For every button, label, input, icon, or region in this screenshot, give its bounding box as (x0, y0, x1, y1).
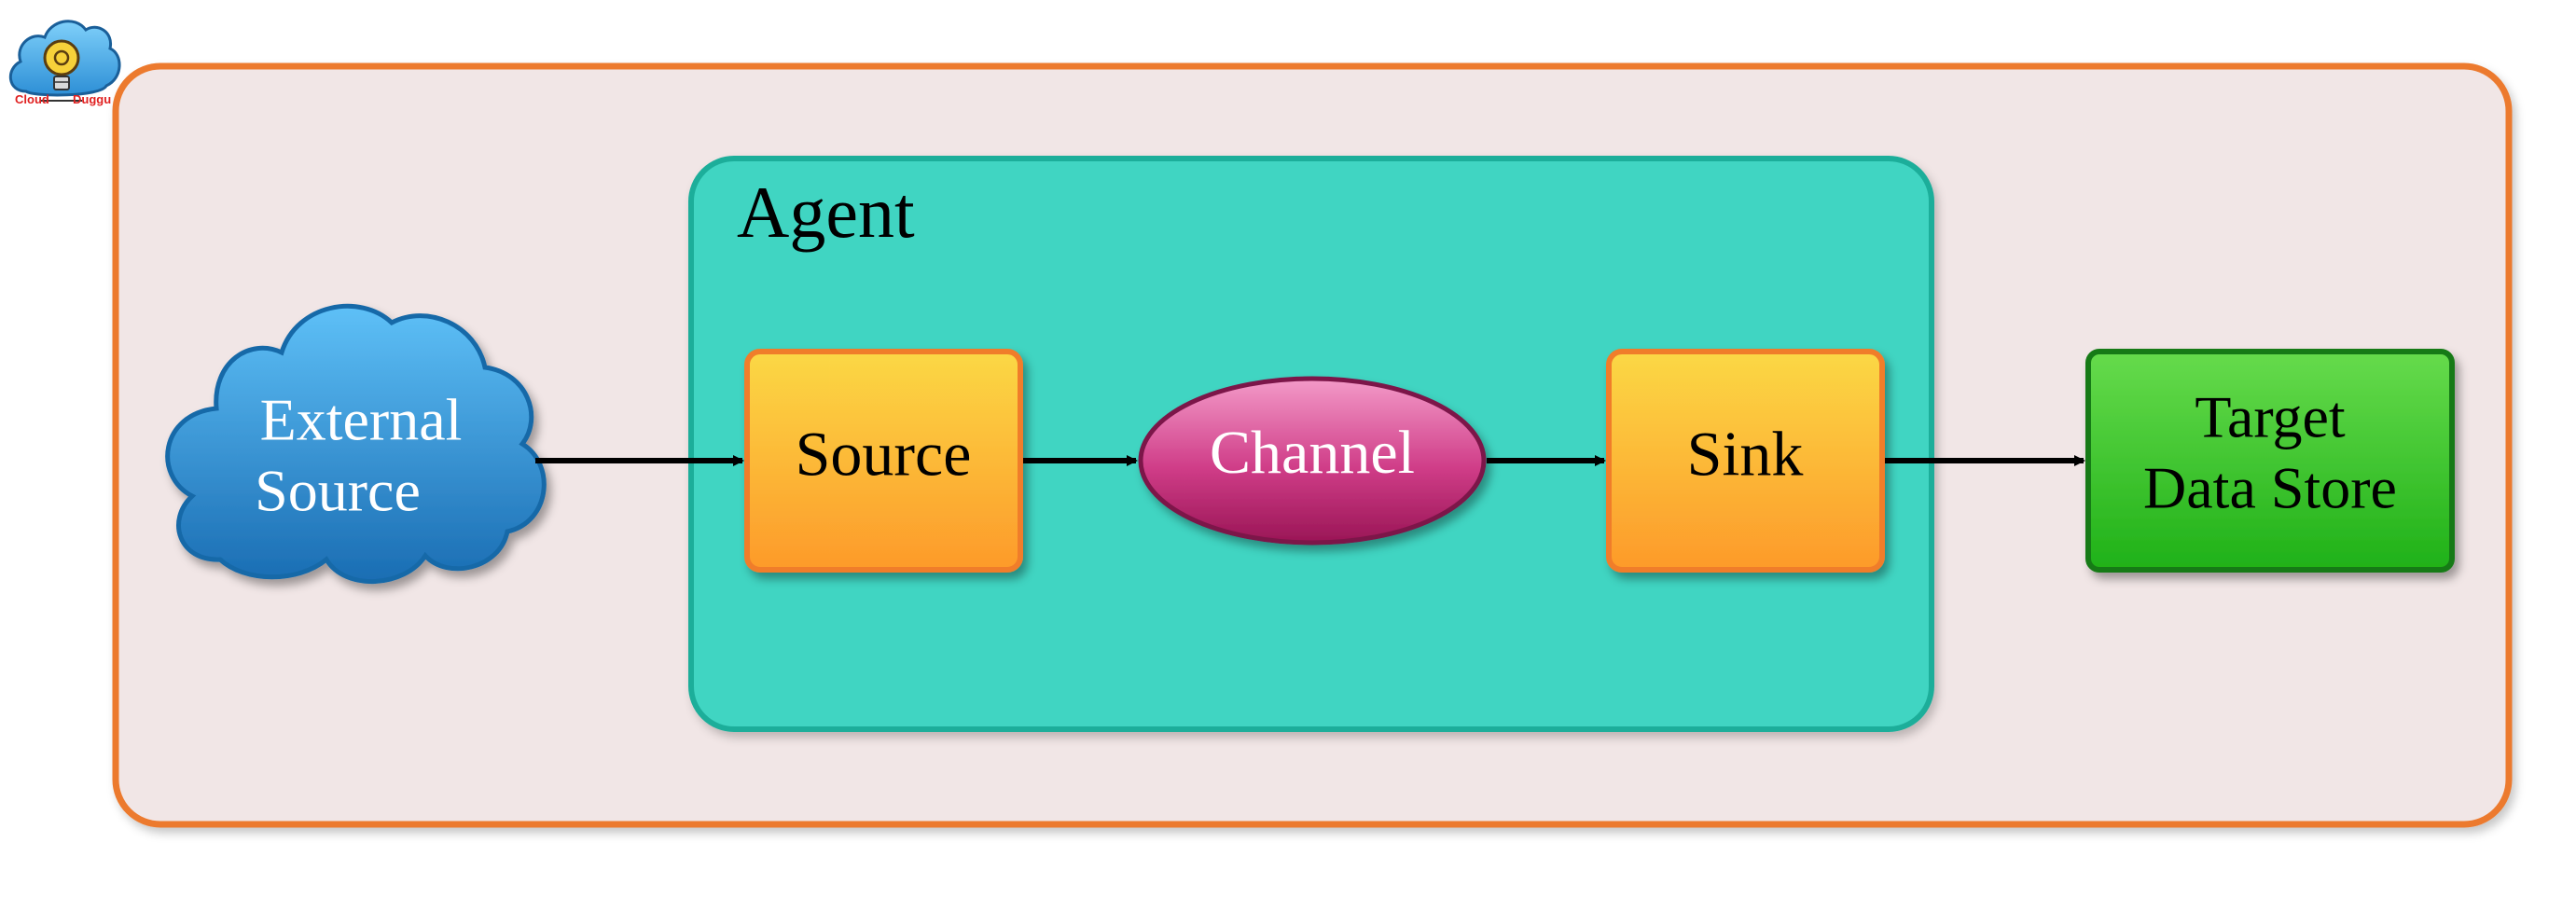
clouddugguu-logo: Cloud Duggu (9, 20, 121, 106)
external-source-line1: External (260, 387, 463, 453)
external-source-line2: Source (255, 458, 421, 524)
sink-box (1606, 349, 1885, 573)
external-source-node (165, 303, 547, 585)
source-box (744, 349, 1023, 573)
logo-bulb-icon (43, 39, 80, 76)
logo-text-right: Duggu (73, 92, 111, 106)
channel-node (1138, 376, 1487, 546)
target-line1: Target (2195, 384, 2346, 450)
cloud-shape (165, 303, 547, 585)
logo-text-left: Cloud (15, 92, 49, 106)
sink-label: Sink (1687, 419, 1804, 490)
channel-label: Channel (1210, 419, 1415, 487)
source-label: Source (796, 419, 972, 490)
target-data-store-box (2085, 349, 2455, 573)
agent-label: Agent (737, 172, 915, 253)
target-line2: Data Store (2143, 455, 2397, 521)
